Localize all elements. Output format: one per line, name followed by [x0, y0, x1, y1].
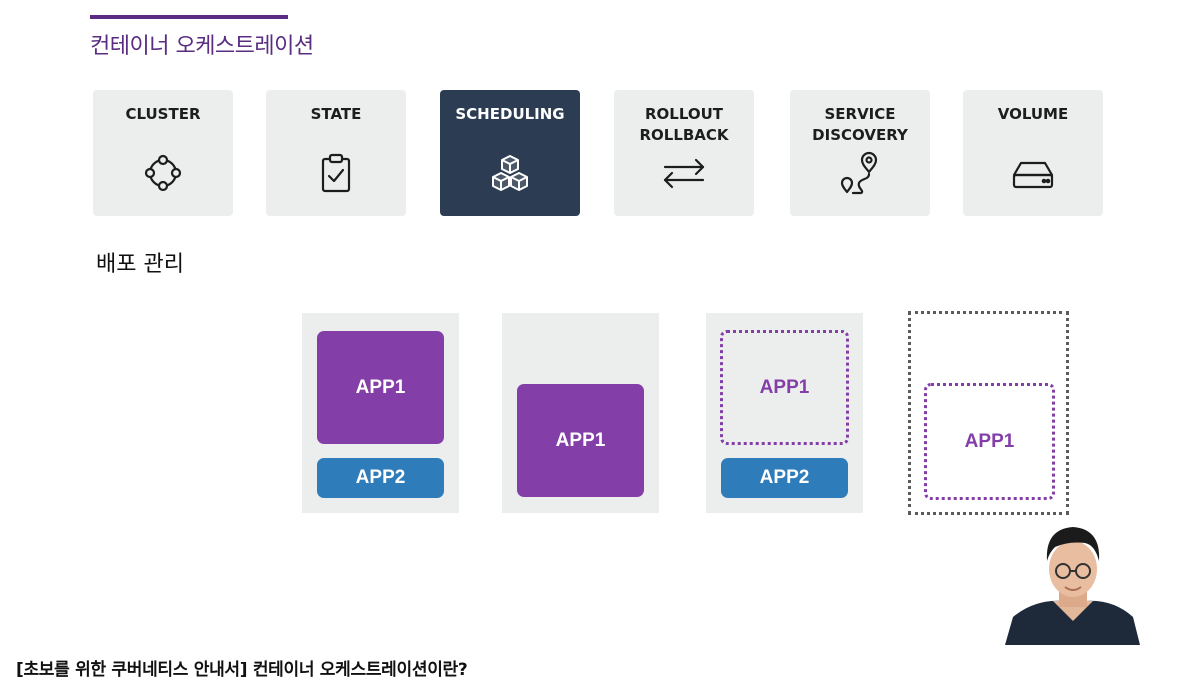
- app1-box: APP1: [317, 331, 444, 444]
- app2-box: APP2: [721, 458, 848, 498]
- feature-card-label: SERVICE DISCOVERY: [812, 105, 908, 144]
- node-group-2: APP1: [502, 313, 659, 513]
- app1-ghost-box: APP1: [720, 330, 849, 445]
- stacked-cubes-icon: [485, 148, 535, 198]
- app1-box: APP1: [517, 384, 644, 497]
- swap-arrows-icon: [659, 148, 709, 198]
- presenter-webcam: [1005, 517, 1140, 645]
- hard-drive-icon: [1008, 148, 1058, 198]
- feature-card-scheduling: SCHEDULING: [440, 90, 580, 216]
- title-accent-line: [90, 15, 288, 19]
- feature-card-label: SCHEDULING: [455, 105, 565, 123]
- feature-card-cluster: CLUSTER: [93, 90, 233, 216]
- clipboard-check-icon: [311, 148, 361, 198]
- route-pin-icon: [835, 148, 885, 198]
- app1-ghost-box: APP1: [924, 383, 1055, 500]
- feature-card-label: CLUSTER: [125, 105, 201, 123]
- section-heading: 배포 관리: [96, 252, 184, 277]
- feature-card-label: VOLUME: [997, 105, 1069, 123]
- feature-card-service-discovery: SERVICE DISCOVERY: [790, 90, 930, 216]
- feature-card-volume: VOLUME: [963, 90, 1103, 216]
- node-group-1: APP1 APP2: [302, 313, 459, 513]
- app2-box: APP2: [317, 458, 444, 498]
- feature-card-state: STATE: [266, 90, 406, 216]
- feature-card-label: STATE: [310, 105, 362, 123]
- cluster-nodes-icon: [138, 148, 188, 198]
- node-group-4-ghost: APP1: [908, 311, 1069, 515]
- feature-card-rollout-rollback: ROLLOUT ROLLBACK: [614, 90, 754, 216]
- slide-title: 컨테이너 오케스트레이션: [90, 34, 314, 59]
- feature-card-label: ROLLOUT ROLLBACK: [639, 105, 729, 144]
- video-caption: [초보를 위한 쿠버네티스 안내서] 컨테이너 오케스트레이션이란?: [16, 660, 468, 680]
- node-group-3: APP1 APP2: [706, 313, 863, 513]
